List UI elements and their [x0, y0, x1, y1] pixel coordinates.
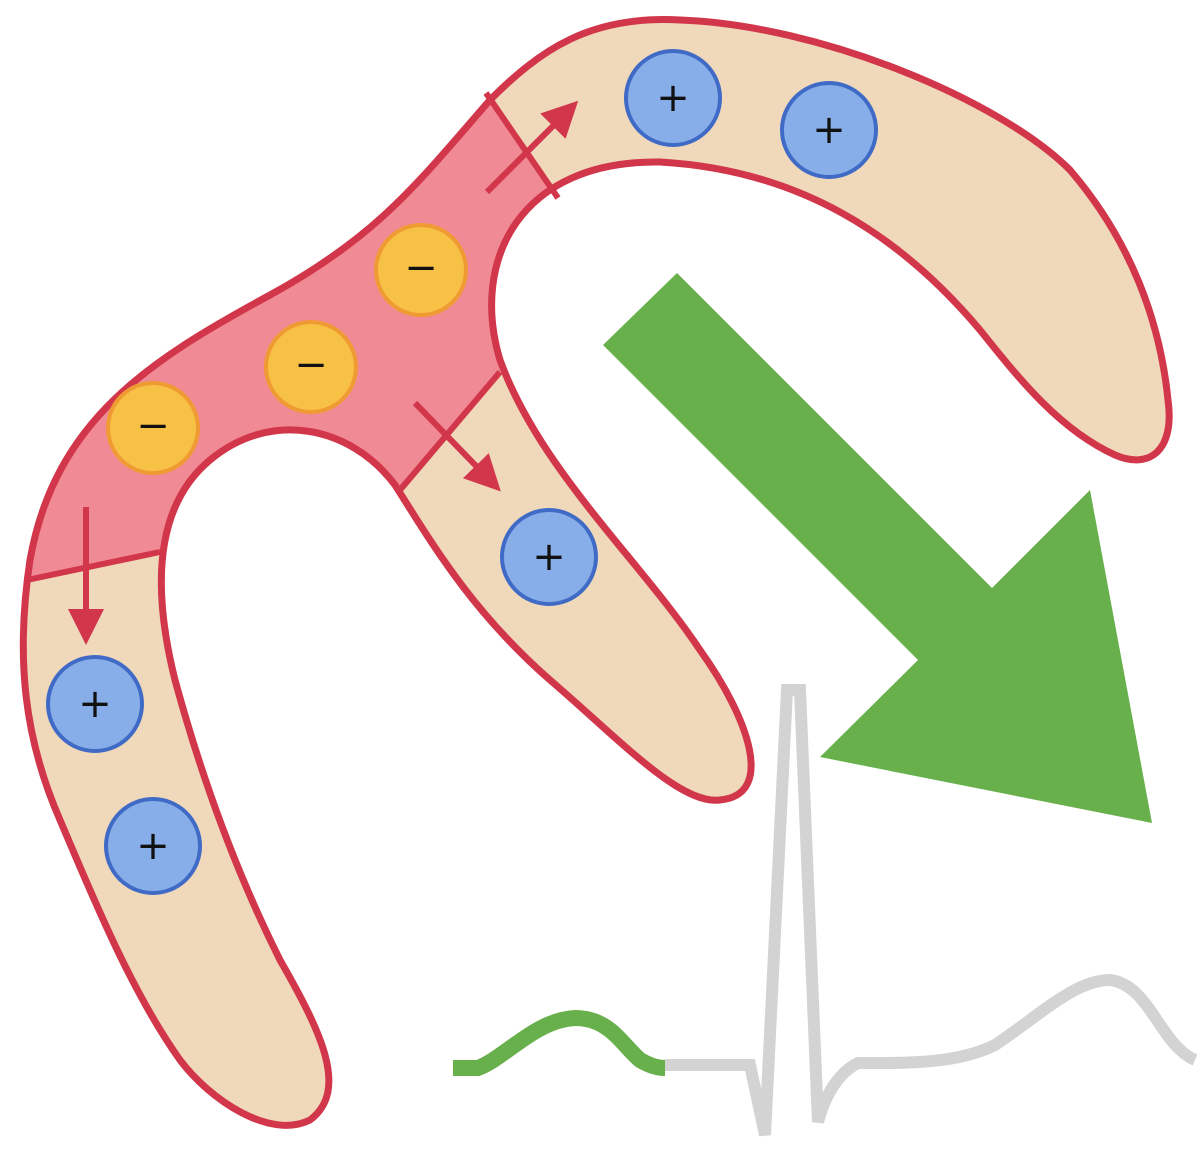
negative-ion: − — [106, 381, 200, 475]
negative-ion: − — [374, 223, 468, 317]
negative-sign: − — [404, 245, 438, 291]
negative-ion: − — [264, 320, 358, 414]
tissue-border — [19, 16, 1173, 1129]
boundary-line-left — [26, 549, 161, 583]
positive-ion: + — [780, 81, 878, 179]
red-arrow-icon — [412, 400, 501, 492]
tissue-outline — [23, 19, 1170, 1126]
ecg-trace-inactive — [665, 684, 1198, 1137]
negative-sign: − — [136, 403, 170, 449]
positive-ion: + — [624, 49, 722, 147]
positive-sign: + — [78, 681, 112, 727]
red-arrow-icon — [484, 100, 579, 195]
positive-sign: + — [812, 107, 846, 153]
negative-sign: − — [294, 342, 328, 388]
positive-ion: + — [46, 655, 144, 753]
positive-sign: + — [532, 534, 566, 580]
positive-ion: + — [500, 508, 598, 606]
positive-ion: + — [104, 797, 202, 895]
ecg-trace-p-wave — [453, 1009, 666, 1076]
boundary-line-top — [483, 91, 561, 200]
green-arrow-icon — [603, 273, 1152, 823]
positive-sign: + — [136, 823, 170, 869]
boundary-line-middle — [397, 370, 503, 492]
positive-sign: + — [656, 75, 690, 121]
